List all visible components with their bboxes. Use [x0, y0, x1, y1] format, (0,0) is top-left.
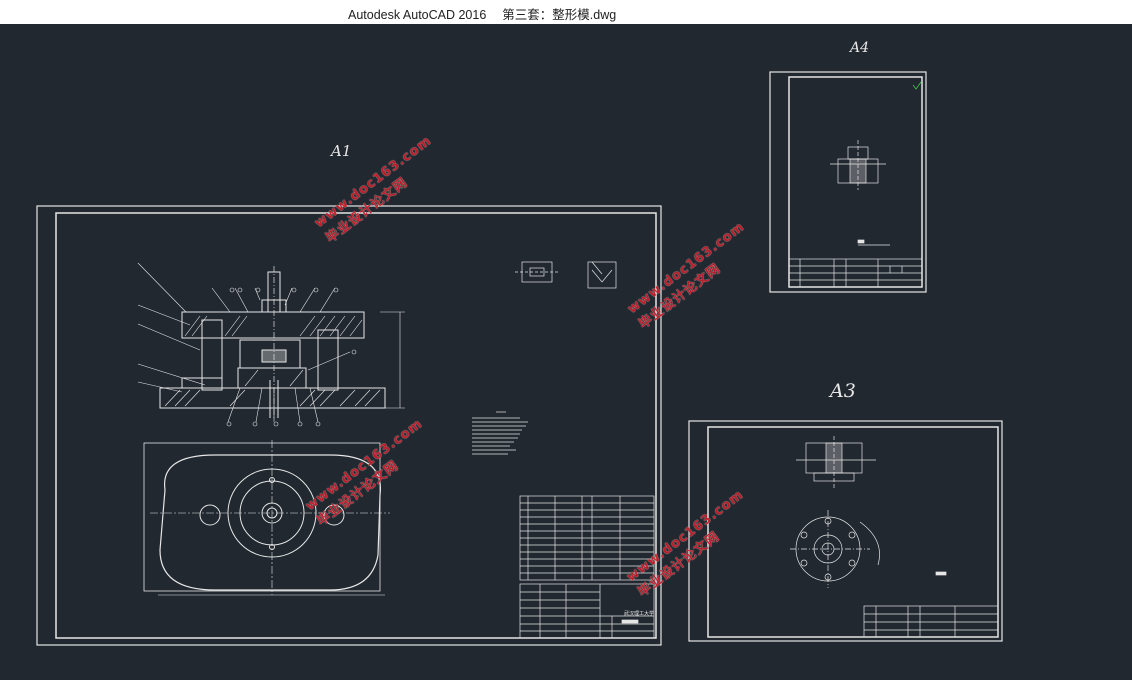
- parts-list-table: [519, 495, 655, 581]
- technical-notes: [472, 411, 528, 455]
- sheet-label-a3: A3: [830, 380, 856, 402]
- die-section-view: [137, 262, 405, 427]
- a4-title-block: [788, 258, 923, 288]
- title-bar: Autodesk AutoCAD 2016 第三套：整形模.dwg: [0, 0, 1132, 24]
- title-block: [519, 583, 655, 639]
- drawing-svg: [36, 71, 1003, 646]
- die-plan-view: [143, 440, 390, 596]
- sheet-label-a1: A1: [331, 142, 352, 160]
- title-block-school: 武汉理工大学: [624, 611, 655, 617]
- sheet-a3: [688, 420, 1003, 642]
- sheet-a4: [769, 71, 927, 293]
- a3-title-block: [863, 605, 999, 638]
- sheet-label-a4: A4: [850, 40, 870, 56]
- part-views: [515, 261, 617, 289]
- sheet-a1: [36, 205, 662, 646]
- app-name: Autodesk AutoCAD 2016: [348, 8, 487, 22]
- window-title: Autodesk AutoCAD 2016 第三套：整形模.dwg: [348, 4, 616, 23]
- file-name: 第三套：整形模.dwg: [502, 8, 617, 22]
